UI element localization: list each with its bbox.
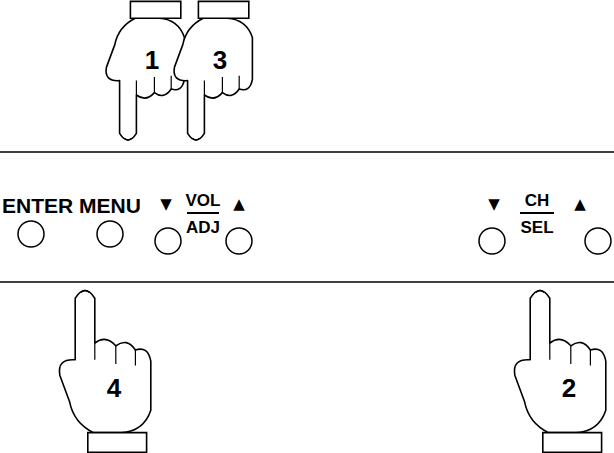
pointing-hand	[106, 1, 184, 140]
panel-edge-bottom	[0, 281, 614, 283]
button-label: ENTER	[2, 195, 73, 216]
arrow-symbol: ▼	[488, 197, 500, 212]
fraction-bar	[187, 212, 219, 214]
fraction-bar	[520, 212, 554, 214]
callout-number: 3	[213, 47, 227, 73]
panel-edge-top	[0, 151, 614, 153]
button-label: SEL	[520, 219, 553, 236]
button	[226, 228, 252, 254]
arrow-symbol: ▼	[160, 197, 172, 212]
callout-number: 1	[145, 47, 159, 73]
button-label: MENU	[79, 195, 141, 216]
button	[479, 228, 505, 254]
button-label: CH	[525, 192, 550, 209]
callout-number: 2	[562, 375, 576, 401]
button-label: ADJ	[186, 219, 220, 236]
button-label: VOL	[186, 192, 221, 209]
arrow-symbol: ▲	[233, 197, 245, 212]
pointing-hand	[59, 291, 150, 453]
pointing-hand	[514, 291, 605, 453]
button	[585, 228, 611, 254]
button	[18, 221, 44, 247]
callout-number: 4	[107, 375, 121, 401]
arrow-symbol: ▲	[574, 197, 586, 212]
button	[155, 228, 181, 254]
button	[97, 221, 123, 247]
pointing-hand	[174, 1, 252, 140]
